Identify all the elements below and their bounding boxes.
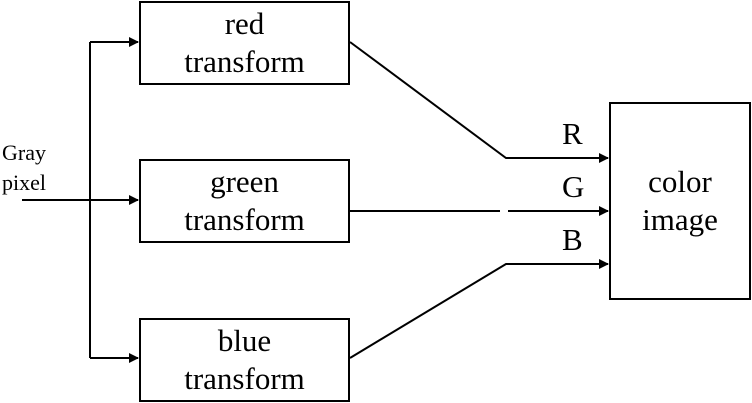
channel-label-g: G bbox=[562, 169, 585, 204]
blue-transform-label-line2: transform bbox=[184, 361, 305, 396]
input-label-line1: Gray bbox=[2, 140, 46, 165]
color-image-label-line1: color bbox=[648, 164, 712, 199]
color-image-box: color image bbox=[609, 102, 751, 300]
input-label-line2: pixel bbox=[2, 170, 46, 195]
blue-channel-line bbox=[349, 259, 609, 359]
blue-transform-box: blue transform bbox=[139, 318, 350, 402]
green-transform-label-line2: transform bbox=[184, 202, 305, 237]
input-label: Gray pixel bbox=[2, 138, 46, 198]
channel-label-b: B bbox=[562, 222, 583, 257]
red-transform-box: red transform bbox=[139, 1, 350, 85]
red-transform-label-line2: transform bbox=[184, 44, 305, 79]
channel-label-r: R bbox=[562, 116, 583, 151]
color-image-label-line2: image bbox=[642, 202, 718, 237]
red-channel-line bbox=[349, 41, 609, 163]
blue-transform-label-line1: blue bbox=[217, 323, 272, 358]
green-transform-label-line1: green bbox=[210, 164, 279, 199]
green-transform-box: green transform bbox=[139, 159, 350, 243]
red-transform-label-line1: red bbox=[224, 6, 265, 41]
